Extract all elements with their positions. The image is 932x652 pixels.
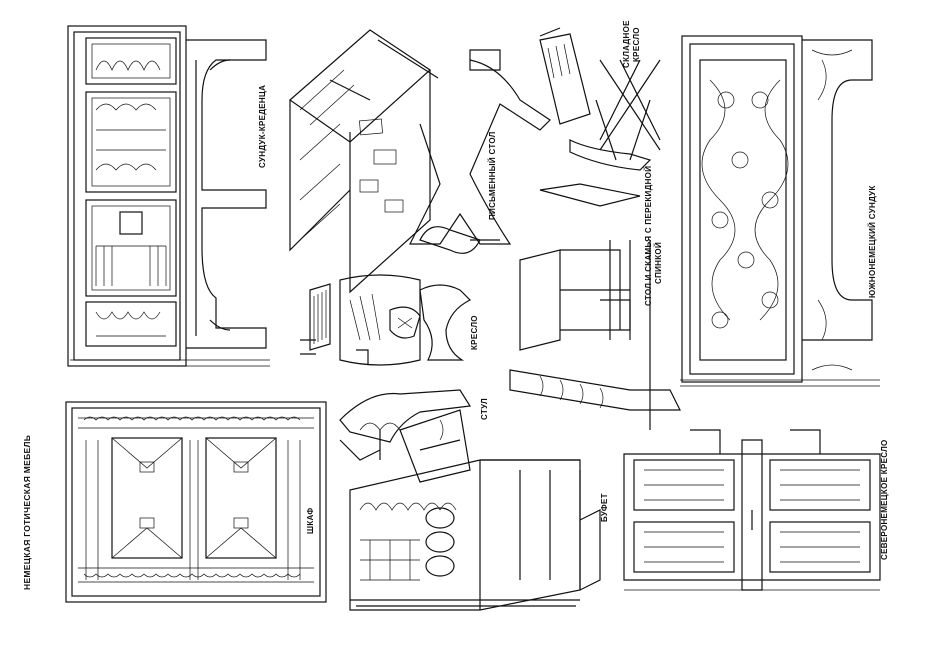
chair-drawing (339, 389, 472, 483)
label-chair: СТУЛ (480, 398, 489, 420)
folding-chair-drawing (539, 27, 661, 171)
label-folding-chair-line2: КРЕСЛО (632, 27, 641, 62)
plate-title: НЕМЕЦКАЯ ГОТИЧЕСКАЯ МЕБЕЛЬ (22, 434, 32, 590)
wardrobe-drawing (65, 401, 327, 603)
label-chest-credenza: СУНДУК-КРЕДЕНЦА (258, 84, 267, 168)
buffet-drawing (349, 459, 601, 611)
label-folding-chair-line1: СКЛАДНОЕ (622, 20, 631, 68)
label-writing-desk: ПИСЬМЕННЫЙ СТОЛ (488, 131, 497, 220)
writing-desk-drawing (289, 29, 551, 294)
label-armchair: КРЕСЛО (470, 315, 479, 350)
label-north-german-armchair: СЕВЕРОНЕМЕЦКОЕ КРЕСЛО (880, 439, 889, 560)
armchair-drawing (300, 274, 472, 366)
chest-credenza-drawing (67, 25, 270, 367)
label-wardrobe: ШКАФ (306, 507, 315, 534)
table-bench-drawing (509, 183, 681, 430)
south-german-chest-drawing (680, 35, 880, 387)
label-table-bench-line2: СПИНКОЙ (654, 241, 663, 284)
label-south-german-chest: ЮЖНОНЕМЕЦКИЙ СУНДУК (868, 185, 877, 298)
north-german-armchair-drawing (623, 429, 881, 591)
label-table-bench-line1: СТОЛ И СКАМЬЯ С ПЕРЕКИДНОЙ (644, 165, 653, 306)
label-buffet: БУФЕТ (600, 493, 609, 522)
